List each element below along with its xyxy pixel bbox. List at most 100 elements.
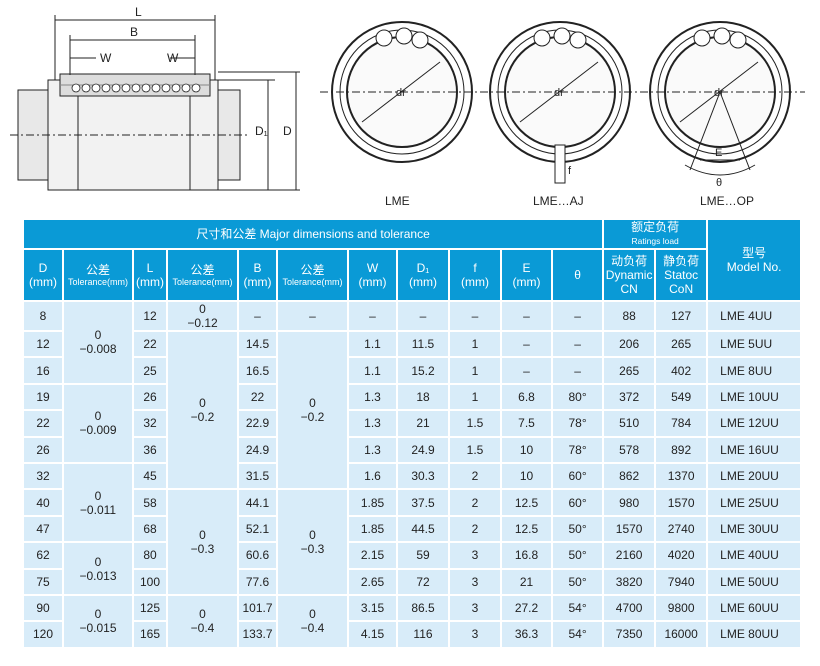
cell-B: 101.7 [237,593,278,623]
cell-theta: 78° [550,435,605,464]
bearing-diagrams: L B W W D₁ D dr LME dr f LME…AJ dr E θ L… [10,5,805,208]
cell-theta: 80° [550,382,605,412]
cell-D1: 37.5 [396,488,450,517]
cell-L: 32 [132,409,168,438]
cell-E: – [500,329,553,359]
cell-E: 16.8 [500,541,553,570]
dim-D: D [283,124,292,138]
cell-D: 32 [22,461,64,491]
cell-L: 68 [132,514,168,544]
cell-CoN: 784 [654,409,709,438]
view-label-LME-AJ: LME…AJ [533,194,584,208]
cell-model: LME 12UU [706,409,803,438]
cell-L: 58 [132,488,168,517]
column-header: f(mm) [448,248,502,302]
dim-dr-1: dr [396,87,406,99]
column-header: E(mm) [500,248,553,302]
cell-W: 1.6 [347,461,398,491]
cell-CoN: 265 [654,329,709,359]
cell-theta: – [550,356,605,385]
cell-D: 16 [22,356,64,385]
column-header: D(mm) [22,248,64,302]
view-label-LME: LME [385,194,410,208]
cell-B: 60.6 [237,541,278,570]
cell-B: 44.1 [237,488,278,517]
cell-L-tolerance: 0 −0.12 [166,300,239,332]
dimensions-table: 尺寸和公差 Major dimensions and tolerance 额定负… [21,218,803,649]
cell-model: LME 16UU [706,435,803,464]
cell-D: 47 [22,514,64,544]
cell-model: LME 60UU [706,593,803,623]
cell-model: LME 20UU [706,461,803,491]
column-header: D₁(mm) [396,248,450,302]
cell-theta: – [550,329,605,359]
cell-CoN: 2740 [654,514,709,544]
cell-CN: 980 [602,488,657,517]
cell-L-tolerance: 0 −0.2 [166,329,239,491]
cell-B: 77.6 [237,567,278,596]
cell-CN: 3820 [602,567,657,596]
cell-W: 1.3 [347,409,398,438]
balls [71,83,201,93]
cell-CN: 206 [602,329,657,359]
view-label-LME-OP: LME…OP [700,194,754,208]
cell-D1: 59 [396,541,450,570]
cell-D: 22 [22,409,64,438]
cell-CN: 862 [602,461,657,491]
cell-B: 16.5 [237,356,278,385]
cell-theta: 78° [550,409,605,438]
dim-D1: D₁ [255,124,268,138]
cell-L: 125 [132,593,168,623]
cell-L: 22 [132,329,168,359]
cell-CN: 88 [602,300,657,332]
cell-B-tolerance: 0 −0.4 [276,593,349,649]
cell-B: 14.5 [237,329,278,359]
dim-E: E [715,147,722,159]
cell-D: 75 [22,567,64,596]
dim-L: L [135,5,142,19]
cell-W: 1.3 [347,435,398,464]
cell-E: 10 [500,435,553,464]
cell-D1: 30.3 [396,461,450,491]
cell-E: 12.5 [500,514,553,544]
cell-D: 120 [22,620,64,649]
cell-f: 2 [448,488,502,517]
cell-L: 45 [132,461,168,491]
cell-f: 3 [448,593,502,623]
cell-E: 6.8 [500,382,553,412]
cell-W: 2.15 [347,541,398,570]
cell-theta: 50° [550,567,605,596]
cell-B: 22 [237,382,278,412]
cell-CN: 265 [602,356,657,385]
cell-theta: – [550,300,605,332]
cell-D: 19 [22,382,64,412]
cell-D1: 21 [396,409,450,438]
cell-f: 1 [448,329,502,359]
cell-D: 40 [22,488,64,517]
dim-W-right: W [167,51,179,65]
cell-model: LME 10UU [706,382,803,412]
cell-D1: 24.9 [396,435,450,464]
cell-D1: 72 [396,567,450,596]
cell-CN: 2160 [602,541,657,570]
cell-CoN: 1370 [654,461,709,491]
view-LME-OP [640,21,805,176]
cell-B: 52.1 [237,514,278,544]
cell-D1: 18 [396,382,450,412]
cell-E: 7.5 [500,409,553,438]
side-view-drawing [10,15,300,191]
cell-D: 26 [22,435,64,464]
cell-CN: 7350 [602,620,657,649]
cell-D-tolerance: 0 −0.013 [62,541,134,596]
cell-f: 3 [448,620,502,649]
view-LME-AJ [480,21,645,184]
cell-B-tolerance: – [276,300,349,332]
